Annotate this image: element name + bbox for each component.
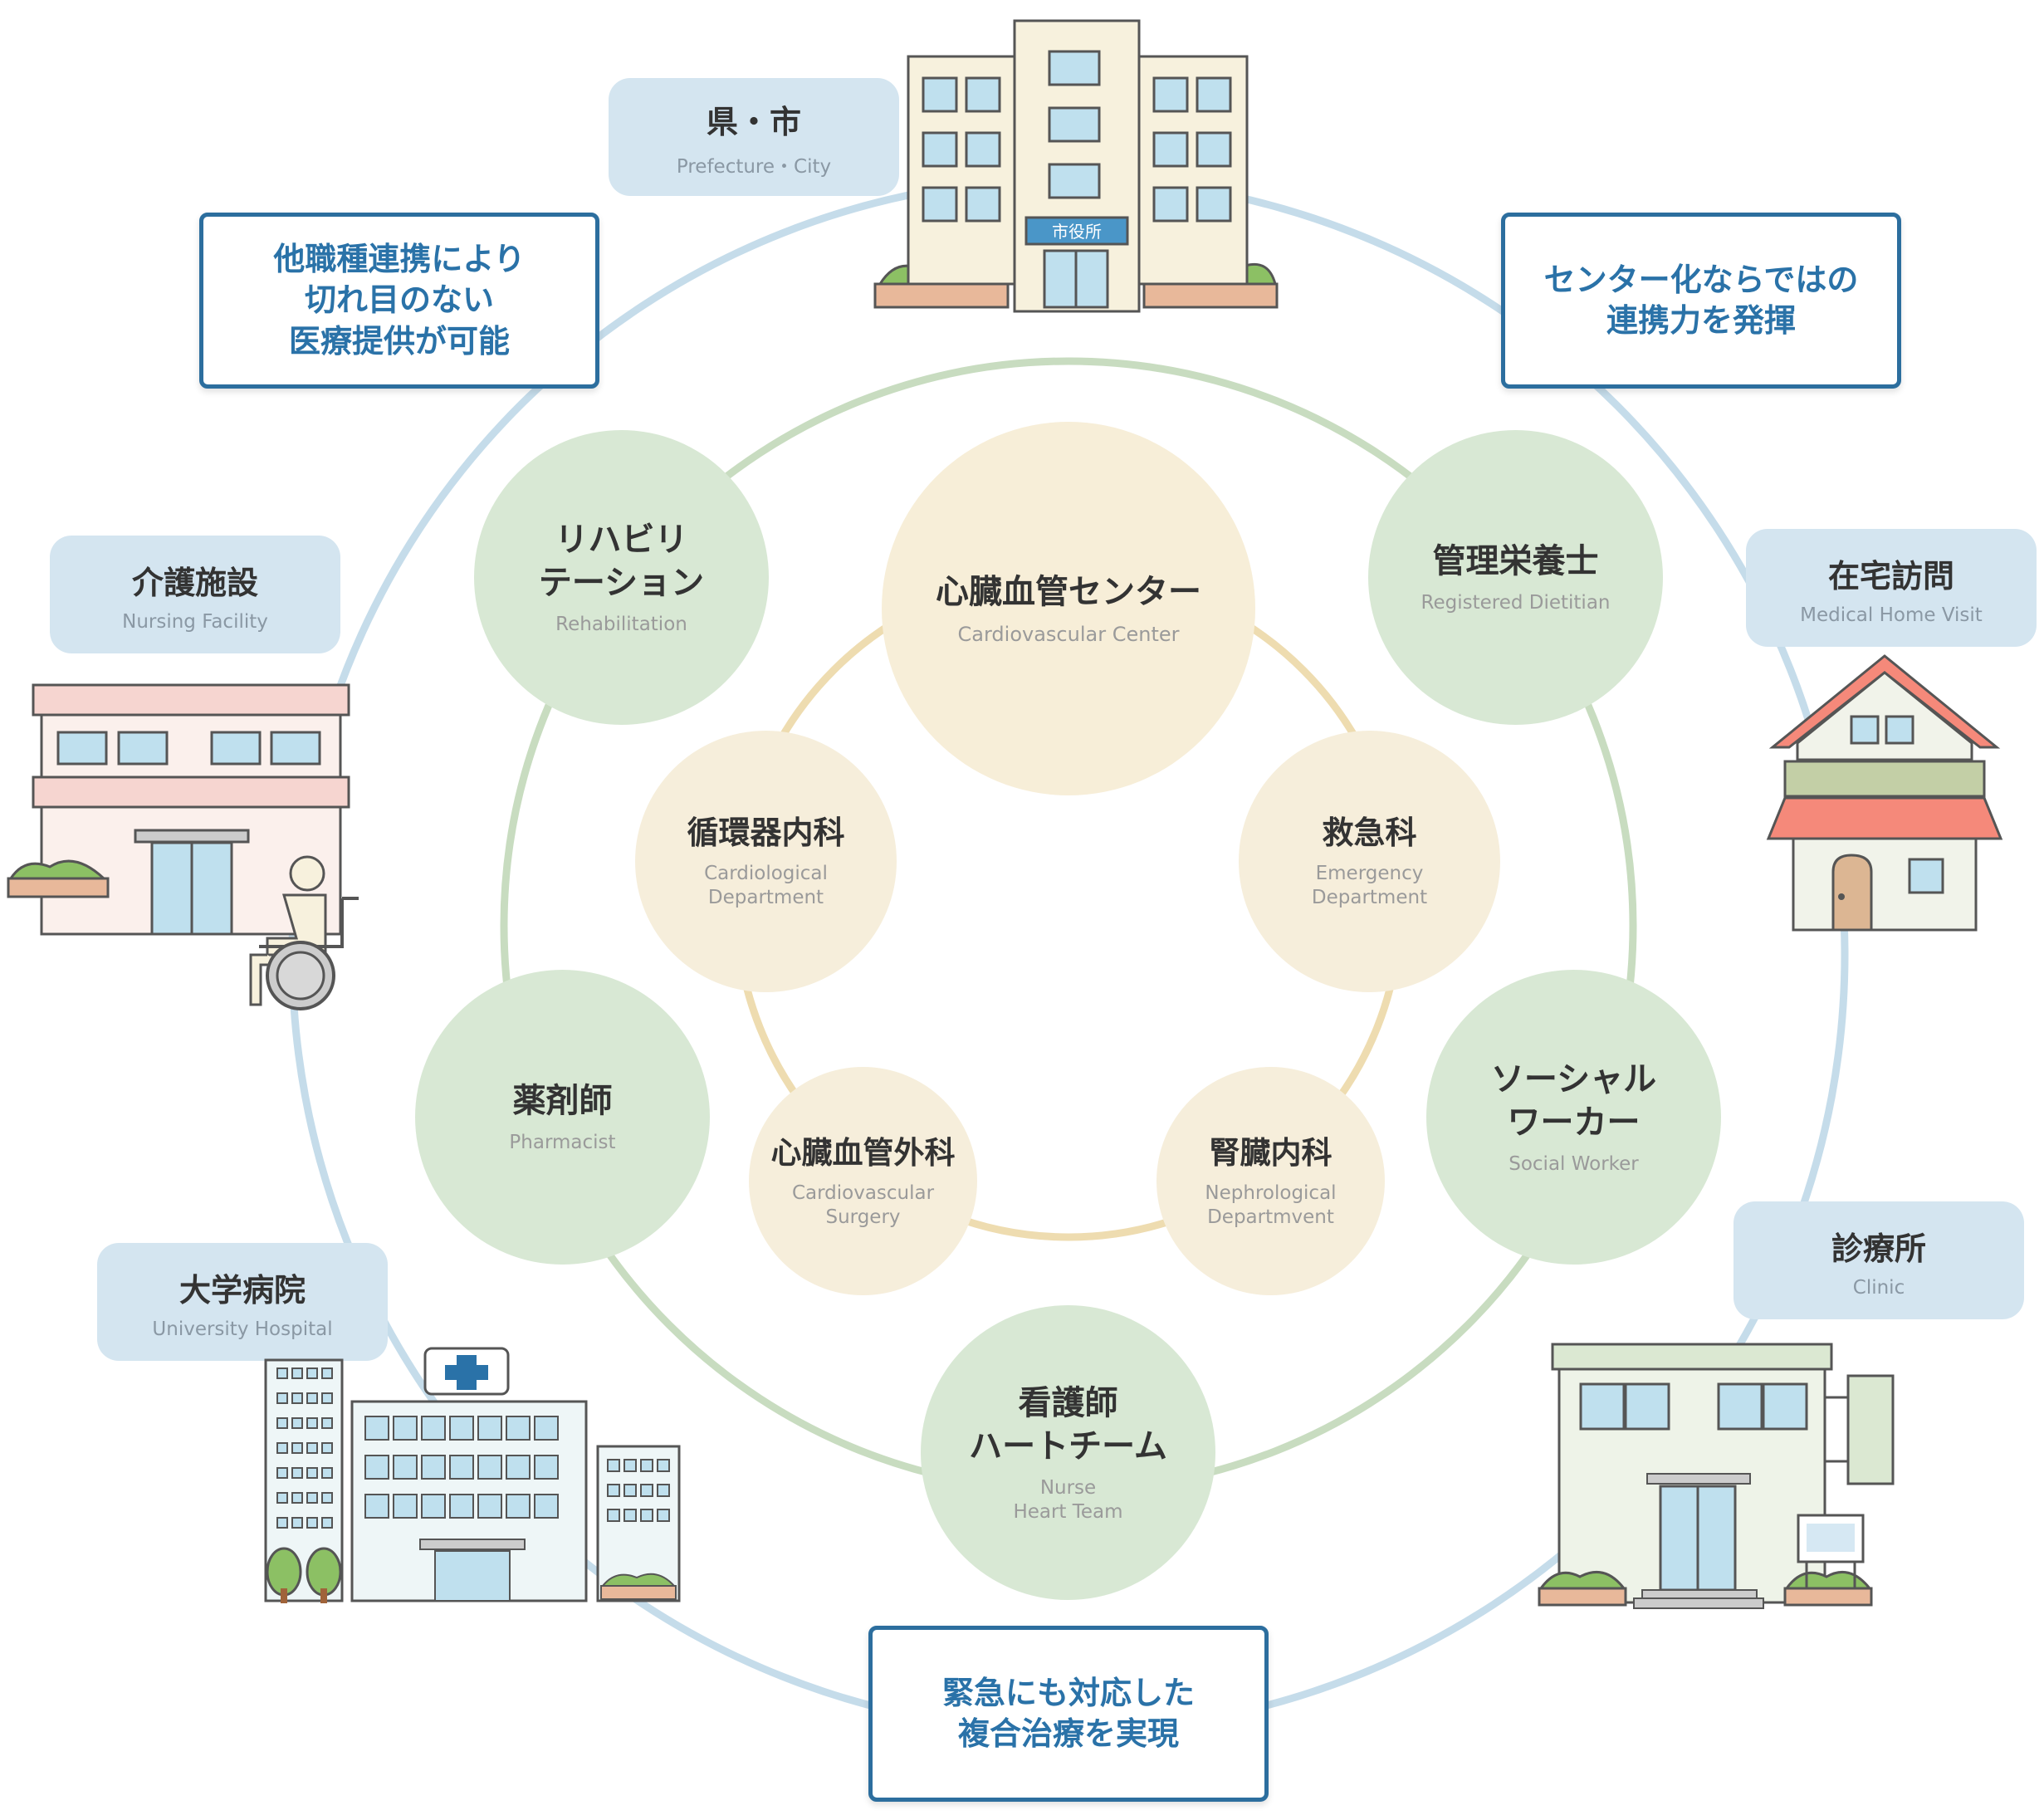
house-icon bbox=[1766, 654, 2003, 932]
inner-node-label: 心臓血管外科 bbox=[770, 1134, 956, 1171]
center-node-cardiovascular-center: 心臓血管センター Cardiovascular Center bbox=[882, 422, 1255, 795]
middle-node-label: 薬剤師 bbox=[512, 1082, 613, 1121]
middle-node-dietitian: 管理栄養士 Registered Dietitian bbox=[1368, 430, 1663, 725]
middle-node-social-worker: ソーシャル ワーカー Social Worker bbox=[1426, 970, 1721, 1265]
inner-node-cardiology: 循環器内科 Cardiological Department bbox=[635, 731, 897, 992]
callout-emergency-treatment: 緊急にも対応した 複合治療を実現 bbox=[868, 1626, 1269, 1802]
middle-node-label: 管理栄養士 bbox=[1432, 542, 1599, 581]
callout-multidisciplinary: 他職種連携により 切れ目のない 医療提供が可能 bbox=[199, 213, 599, 389]
outer-label-subtitle: Medical Home Visit bbox=[1800, 604, 1983, 626]
middle-node-sublabel: Social Worker bbox=[1509, 1153, 1639, 1176]
university-hospital-icon bbox=[264, 1347, 681, 1603]
middle-node-rehabilitation: リハビリ テーション Rehabilitation bbox=[474, 430, 769, 725]
inner-node-sublabel: Cardiological Department bbox=[704, 863, 828, 909]
middle-node-pharmacist: 薬剤師 Pharmacist bbox=[415, 970, 710, 1265]
outer-label-subtitle: Clinic bbox=[1852, 1276, 1905, 1299]
inner-node-label: 循環器内科 bbox=[687, 815, 845, 852]
nursing-facility-icon bbox=[7, 683, 350, 936]
outer-label-university-hospital: 大学病院 University Hospital bbox=[97, 1243, 388, 1361]
outer-label-prefecture-city: 県・市 Prefecture・City bbox=[609, 78, 899, 196]
middle-node-sublabel: Registered Dietitian bbox=[1421, 592, 1611, 614]
middle-node-label: ソーシャル ワーカー bbox=[1490, 1060, 1657, 1142]
inner-node-label: 救急科 bbox=[1322, 815, 1417, 852]
middle-node-sublabel: Pharmacist bbox=[509, 1132, 616, 1154]
outer-label-home-visit: 在宅訪問 Medical Home Visit bbox=[1746, 529, 2037, 647]
center-node-label: 心臓血管センター bbox=[936, 573, 1201, 611]
outer-label-subtitle: University Hospital bbox=[152, 1318, 333, 1340]
callout-text: 緊急にも対応した 複合治療を実現 bbox=[941, 1674, 1195, 1752]
callout-center-collaboration: センター化ならではの 連携力を発揮 bbox=[1501, 213, 1901, 389]
callout-text: センター化ならではの 連携力を発揮 bbox=[1543, 261, 1859, 339]
outer-label-clinic: 診療所 Clinic bbox=[1733, 1201, 2024, 1319]
middle-node-label: リハビリ テーション bbox=[538, 521, 705, 603]
center-node-sublabel: Cardiovascular Center bbox=[957, 623, 1180, 646]
inner-node-emergency: 救急科 Emergency Department bbox=[1239, 731, 1500, 992]
outer-label-title: 在宅訪問 bbox=[1827, 557, 1954, 594]
city-hall-sign: 市役所 bbox=[1052, 222, 1102, 242]
callout-text: 他職種連携により 切れ目のない 医療提供が可能 bbox=[273, 240, 526, 360]
outer-label-subtitle: Prefecture・City bbox=[676, 155, 832, 178]
middle-node-sublabel: Rehabilitation bbox=[555, 614, 687, 636]
outer-label-title: 診療所 bbox=[1831, 1230, 1926, 1267]
inner-node-cardiovascular-surgery: 心臓血管外科 Cardiovascular Surgery bbox=[749, 1067, 977, 1295]
clinic-icon bbox=[1538, 1343, 1895, 1609]
middle-node-sublabel: Nurse Heart Team bbox=[1013, 1476, 1123, 1523]
inner-node-sublabel: Emergency Department bbox=[1311, 863, 1428, 909]
inner-node-nephrology: 腎臓内科 Nephrological Departmvent bbox=[1156, 1067, 1385, 1295]
inner-node-sublabel: Nephrological Departmvent bbox=[1205, 1182, 1337, 1228]
outer-label-title: 県・市 bbox=[706, 103, 801, 140]
wheelchair-icon bbox=[249, 855, 359, 1010]
outer-label-title: 介護施設 bbox=[131, 564, 258, 601]
city-hall-icon: 市役所 bbox=[873, 19, 1279, 313]
outer-label-subtitle: Nursing Facility bbox=[122, 610, 268, 633]
middle-node-nurse-heart-team: 看護師 ハートチーム Nurse Heart Team bbox=[921, 1305, 1215, 1600]
inner-node-sublabel: Cardiovascular Surgery bbox=[791, 1182, 935, 1228]
outer-label-title: 大学病院 bbox=[178, 1271, 306, 1309]
middle-node-label: 看護師 ハートチーム bbox=[969, 1383, 1167, 1465]
inner-node-label: 腎臓内科 bbox=[1209, 1134, 1333, 1171]
outer-label-nursing-facility: 介護施設 Nursing Facility bbox=[50, 536, 340, 653]
